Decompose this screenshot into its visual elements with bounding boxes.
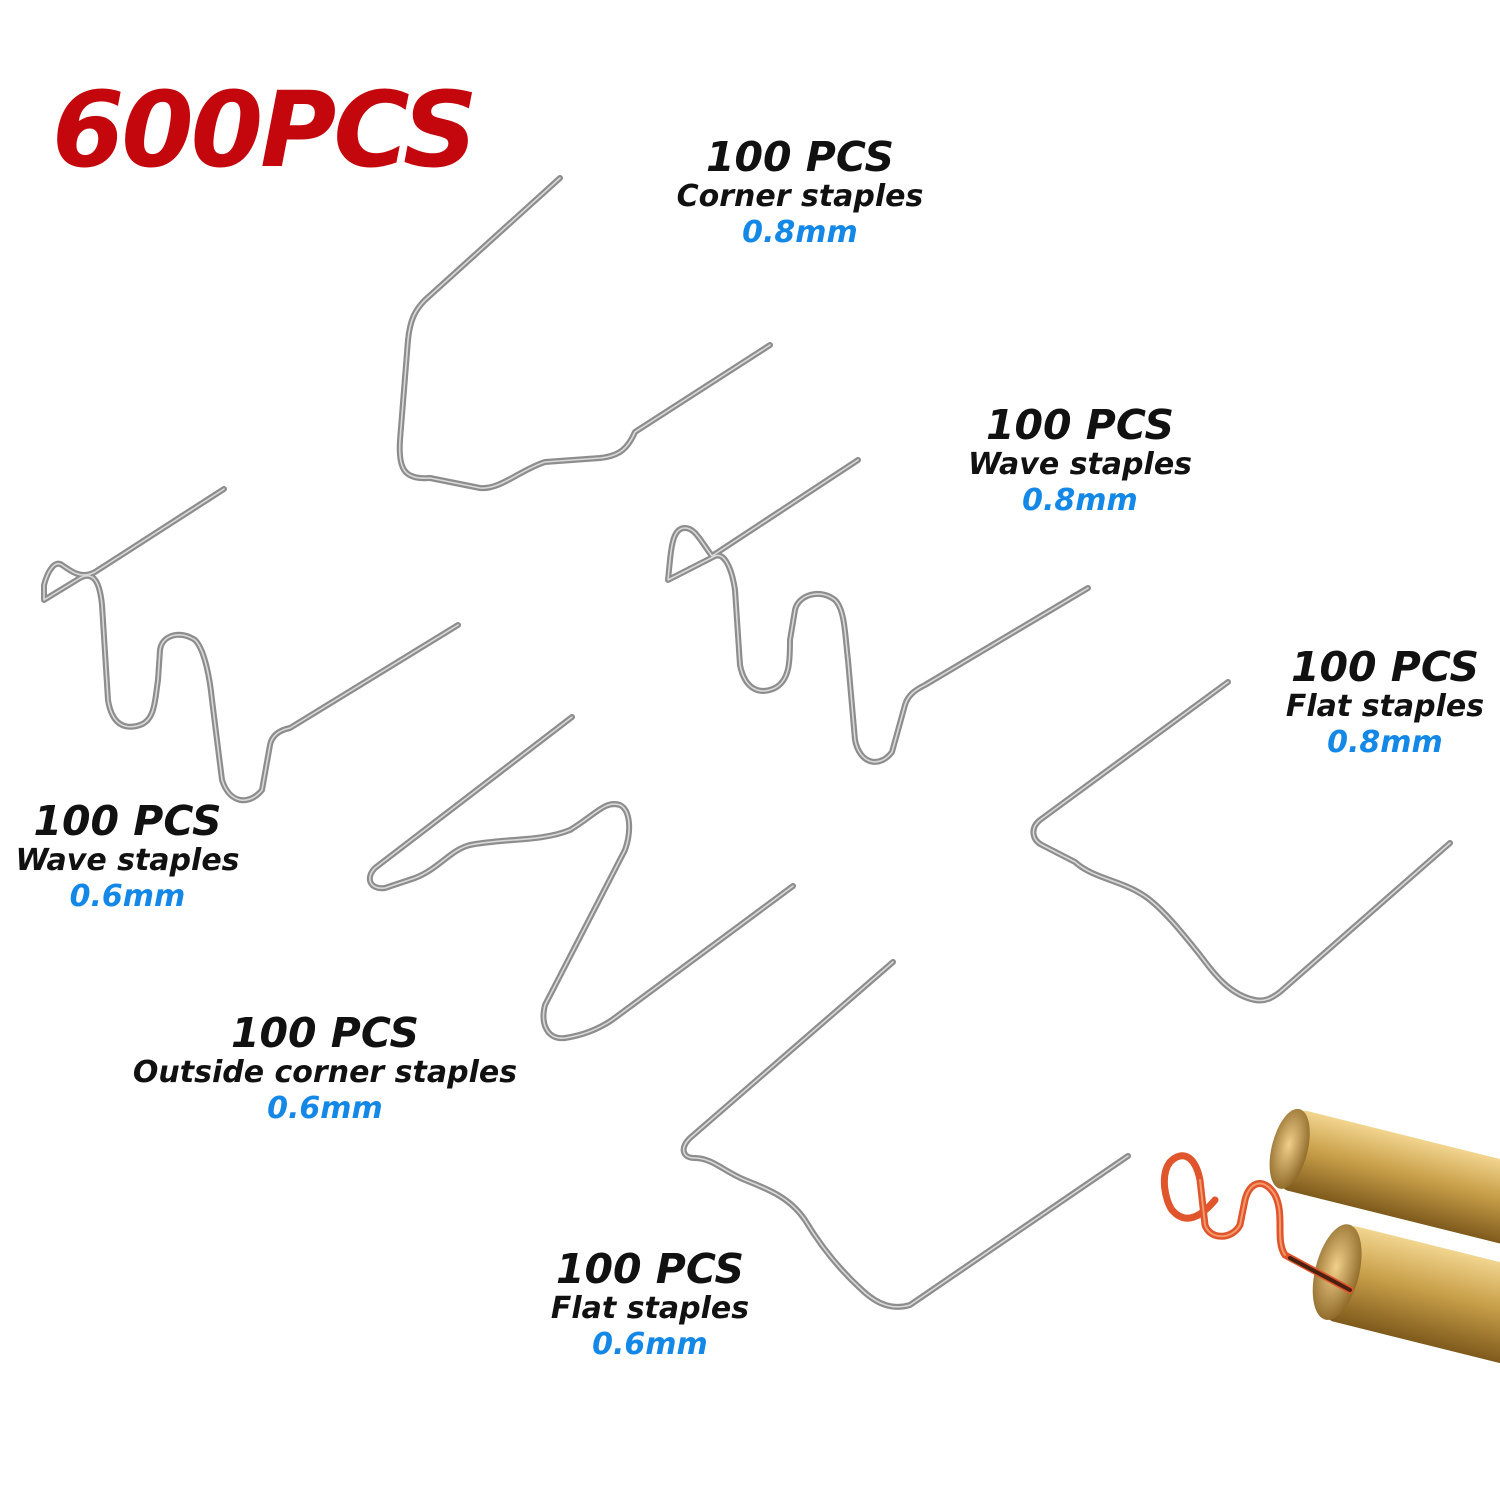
label-qty: 100 PCS xyxy=(33,797,222,845)
wave-staple-08mm xyxy=(665,457,1091,765)
label-size: 0.8mm xyxy=(1327,724,1443,760)
label-size: 0.8mm xyxy=(1022,482,1138,518)
label-qty: 100 PCS xyxy=(230,1009,420,1057)
label-corner-staples-08mm: 100 PCS Corner staples 0.8mm xyxy=(650,133,950,250)
hot-stapler-tips xyxy=(1160,1108,1500,1367)
label-flat-staples-08mm: 100 PCS Flat staples 0.8mm xyxy=(1275,643,1495,760)
label-outside-corner-staples-06mm: 100 PCS Outside corner staples 0.6mm xyxy=(115,1009,535,1126)
label-wave-staples-08mm: 100 PCS Wave staples 0.8mm xyxy=(935,401,1225,518)
label-flat-staples-06mm: 100 PCS Flat staples 0.6mm xyxy=(520,1245,780,1362)
label-name: Flat staples xyxy=(1285,689,1485,725)
flat-staple-08mm xyxy=(1030,679,1453,1004)
label-size: 0.6mm xyxy=(592,1326,708,1362)
label-size: 0.6mm xyxy=(267,1090,383,1126)
label-name: Wave staples xyxy=(15,843,240,879)
label-qty: 100 PCS xyxy=(985,401,1175,449)
label-qty: 100 PCS xyxy=(555,1245,745,1293)
label-name: Flat staples xyxy=(550,1291,750,1327)
headline-600pcs: 600PCS xyxy=(52,69,478,191)
label-qty: 100 PCS xyxy=(1290,643,1480,691)
label-size: 0.8mm xyxy=(742,214,858,250)
label-size: 0.6mm xyxy=(69,878,186,914)
label-name: Outside corner staples xyxy=(132,1055,518,1091)
label-qty: 100 PCS xyxy=(705,133,895,181)
flat-staple-06mm xyxy=(680,959,1131,1310)
label-wave-staples-06mm: 100 PCS Wave staples 0.6mm xyxy=(0,797,255,914)
outside-corner-staple-06mm xyxy=(366,714,796,1042)
label-name: Wave staples xyxy=(967,447,1193,483)
label-name: Corner staples xyxy=(676,179,924,215)
wave-staple-06mm xyxy=(41,486,461,804)
corner-staple-08mm xyxy=(396,175,773,492)
